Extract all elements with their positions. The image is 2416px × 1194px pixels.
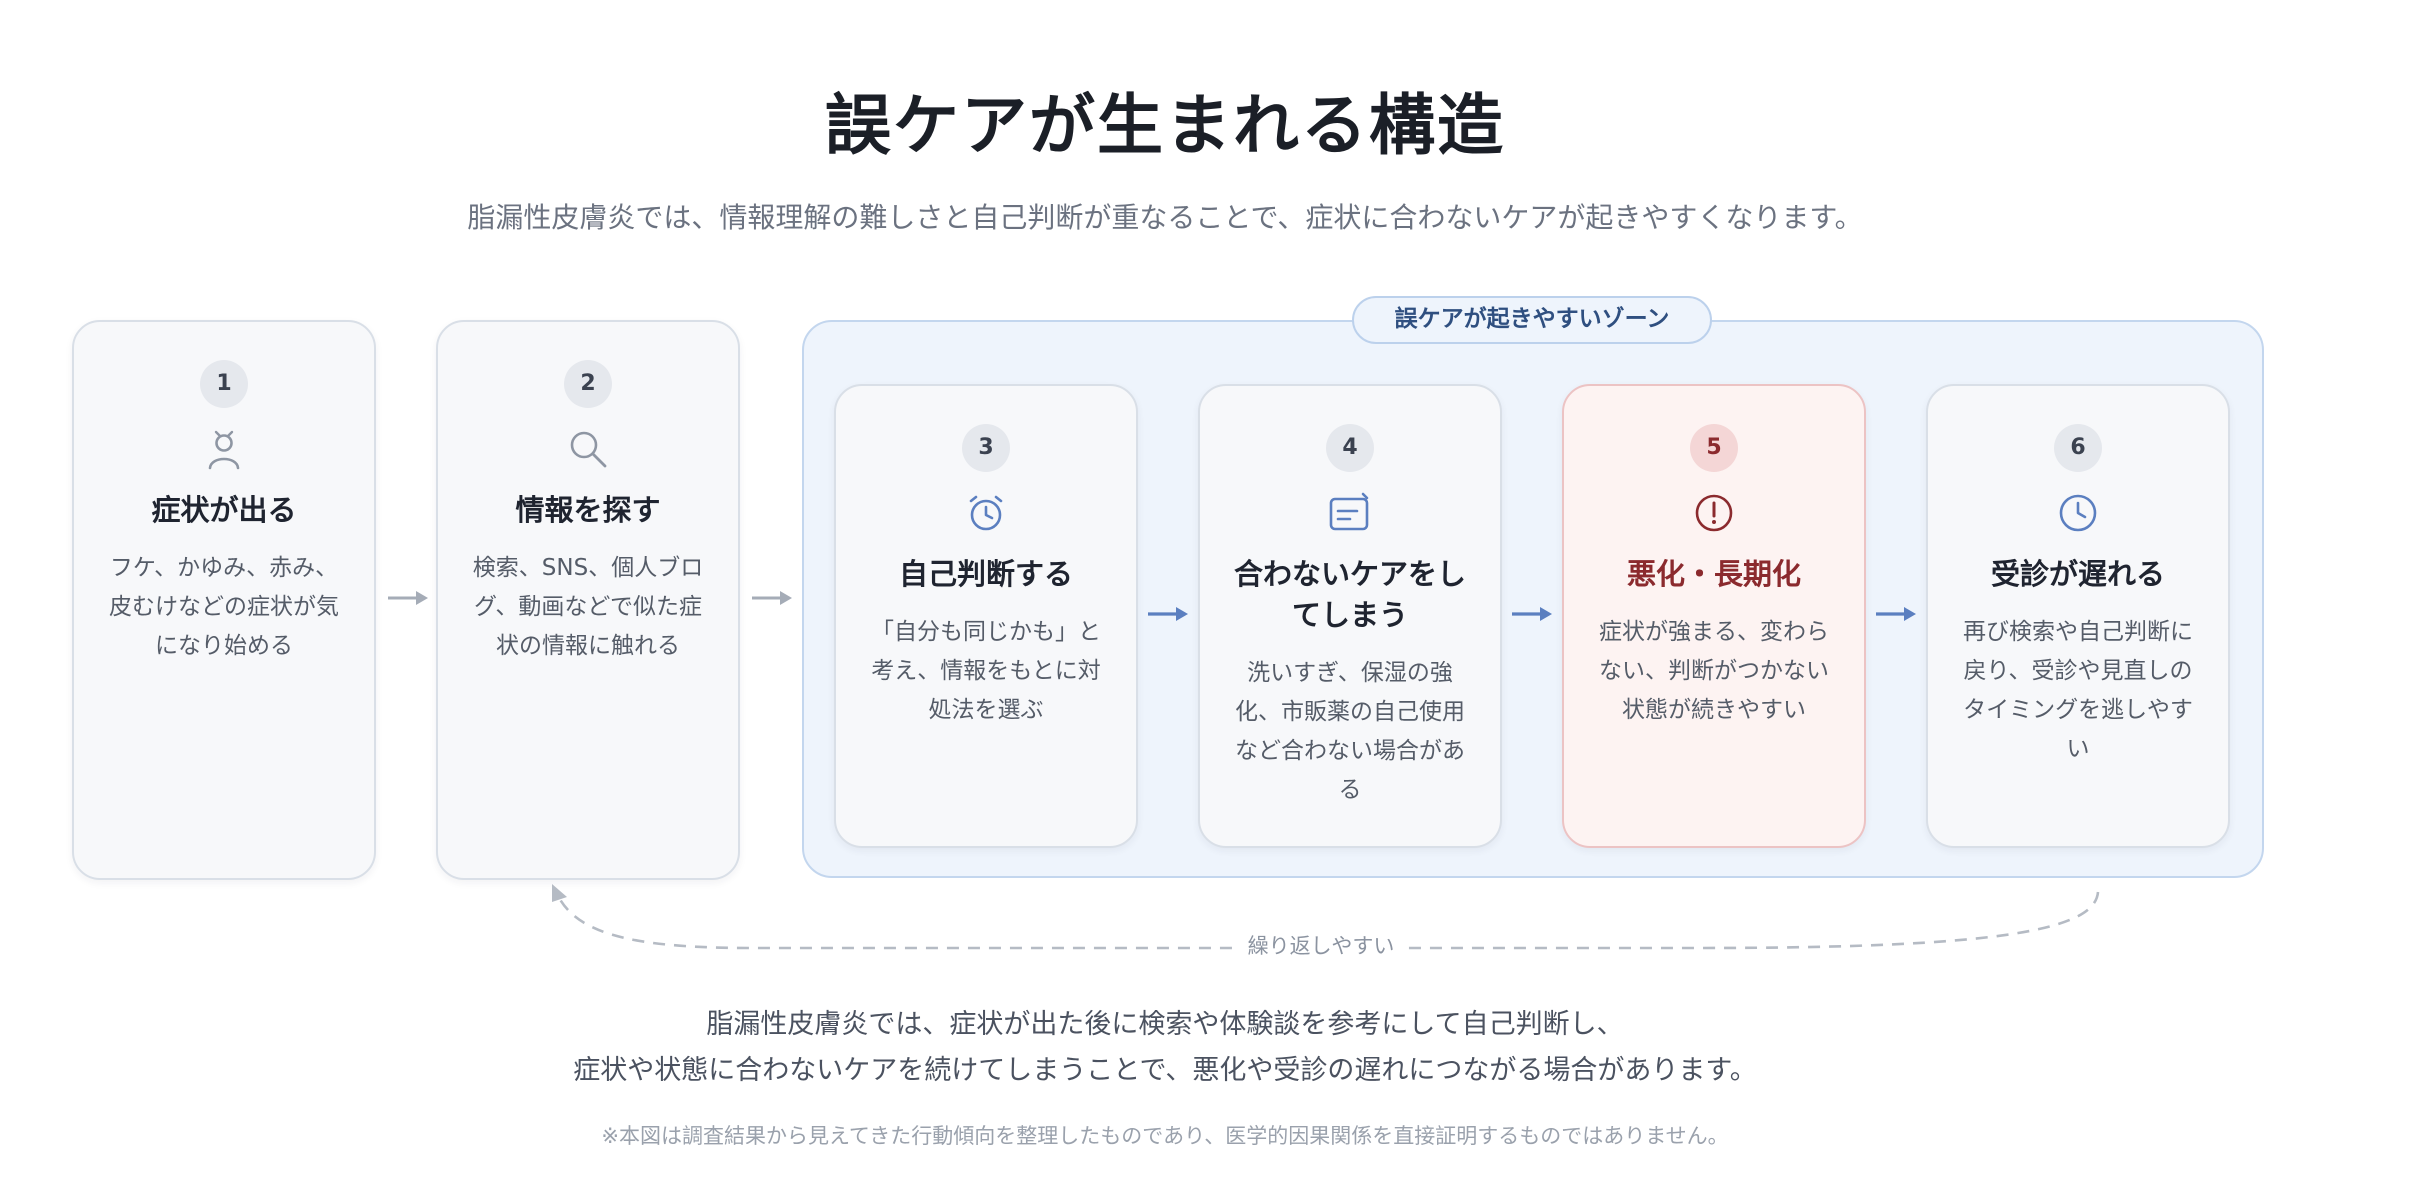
zone-label: 誤ケアが起きやすいゾーン <box>1352 296 1712 344</box>
step-card-6: 6 受診が遅れる 再び検索や自己判断に戻り、受診や見直しのタイミングを逃しやすい <box>1926 384 2230 848</box>
page-title: 誤ケアが生まれる構造 <box>825 87 1505 164</box>
step-card-3: 3 自己判断する 「自分も同じかも」と考え、情報をもとに対処法を選ぶ <box>834 384 1138 848</box>
step-description: 「自分も同じかも」と考え、情報をもとに対処法を選ぶ <box>871 619 1101 723</box>
step-description: 症状が強まる、変わらない、判断がつかない状態が続きやすい <box>1599 619 1829 723</box>
step-description: 検索、SNS、個人ブログ、動画などで似た症状の情報に触れる <box>472 555 704 659</box>
person-icon <box>208 430 240 470</box>
note-icon <box>1329 492 1369 531</box>
summary-line-1: 脂漏性皮膚炎では、症状が出た後に検索や体験談を参考にして自己判断し、 <box>706 1009 1624 1040</box>
warning-circle-icon <box>1695 494 1733 532</box>
step-title: 自己判断する <box>898 557 1073 591</box>
footnote: ※本図は調査結果から見えてきた行動傾向を整理したものであり、医学的因果関係を直接… <box>601 1124 1729 1148</box>
step-number: 1 <box>200 360 248 408</box>
clock-icon <box>2059 494 2097 532</box>
step-card-1: 1 症状が出る フケ、かゆみ、赤み、皮むけなどの症状が気になり始める <box>72 320 376 880</box>
arrow-1-to-2 <box>388 591 428 605</box>
summary-line-2: 症状や状態に合わないケアを続けてしまうことで、悪化や受診の遅れにつながる場合があ… <box>573 1055 1757 1086</box>
step-number: 4 <box>1326 424 1374 472</box>
step-card-2: 2 情報を探す 検索、SNS、個人ブログ、動画などで似た症状の情報に触れる <box>436 320 740 880</box>
arrow-4-to-5 <box>1512 607 1552 621</box>
arrow-2-to-3 <box>752 591 792 605</box>
step-number: 6 <box>2054 424 2102 472</box>
step-description: フケ、かゆみ、赤み、皮むけなどの症状が気になり始める <box>109 555 339 659</box>
step-title: 情報を探す <box>515 493 661 527</box>
step-description: 再び検索や自己判断に戻り、受診や見直しのタイミングを逃しやすい <box>1963 619 2193 762</box>
step-title: 悪化・長期化 <box>1626 557 1801 591</box>
step-number: 2 <box>564 360 612 408</box>
loop-label: 繰り返しやすい <box>1236 930 1406 960</box>
step-title: 合わないケアをしてしまう <box>1233 557 1466 632</box>
search-icon <box>570 431 607 468</box>
arrow-3-to-4 <box>1148 607 1188 621</box>
step-description: 洗いすぎ、保湿の強化、市販薬の自己使用など合わない場合がある <box>1235 660 1465 803</box>
summary-text: 脂漏性皮膚炎では、症状が出た後に検索や体験談を参考にして自己判断し、 症状や状態… <box>0 1002 2330 1094</box>
page-subtitle: 脂漏性皮膚炎では、情報理解の難しさと自己判断が重なることで、症状に合わないケアが… <box>467 201 1863 234</box>
arrow-5-to-6 <box>1876 607 1916 621</box>
step-number: 5 <box>1690 424 1738 472</box>
step-card-5: 5 悪化・長期化 症状が強まる、変わらない、判断がつかない状態が続きやすい <box>1562 384 1866 848</box>
step-number: 3 <box>962 424 1010 472</box>
step-title: 症状が出る <box>151 493 297 527</box>
step-card-4: 4 合わないケアをしてしまう 洗いすぎ、保湿の強化、市販薬の自己使用など合わない… <box>1198 384 1502 848</box>
step-title: 受診が遅れる <box>1990 557 2165 591</box>
alarm-clock-icon <box>969 495 1003 531</box>
